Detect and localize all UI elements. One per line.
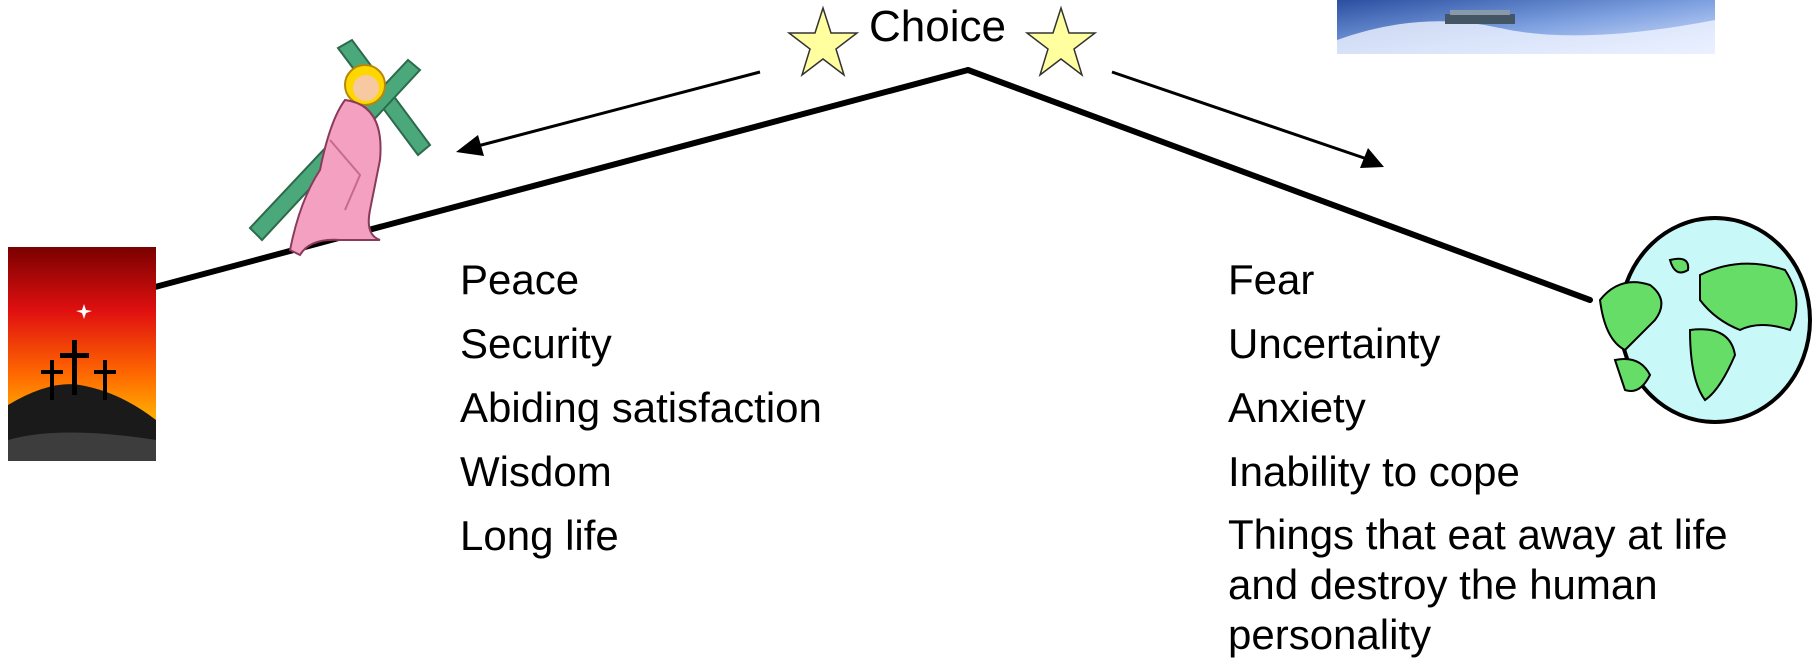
- star-icon-right: [1024, 5, 1098, 78]
- good-path-list: Peace Security Abiding satisfaction Wisd…: [460, 248, 980, 568]
- bad-path-item: Anxiety: [1228, 384, 1366, 431]
- bad-path-item: Inability to cope: [1228, 448, 1520, 495]
- globe-icon: [1598, 216, 1812, 424]
- good-path-item: Wisdom: [460, 448, 612, 495]
- choice-title: Choice: [869, 2, 1006, 51]
- snowy-mountain-photo: [1337, 0, 1715, 54]
- bad-path-item: Things that eat away at life and destroy…: [1228, 511, 1728, 658]
- bad-path-list: Fear Uncertainty Anxiety Inability to co…: [1228, 248, 1748, 660]
- good-path-item: Peace: [460, 256, 580, 303]
- good-path-item: Long life: [460, 512, 619, 559]
- good-path-item: Security: [460, 320, 612, 367]
- calvary-crosses-sunset-icon: [8, 247, 156, 461]
- star-icon-left: [786, 5, 860, 78]
- jesus-carrying-cross-icon: [248, 38, 432, 257]
- good-path-item: Abiding satisfaction: [460, 384, 822, 431]
- bad-path-item: Fear: [1228, 256, 1315, 303]
- arrow-right: [1111, 70, 1384, 168]
- bad-path-item: Uncertainty: [1228, 320, 1441, 367]
- arrow-left: [456, 70, 761, 156]
